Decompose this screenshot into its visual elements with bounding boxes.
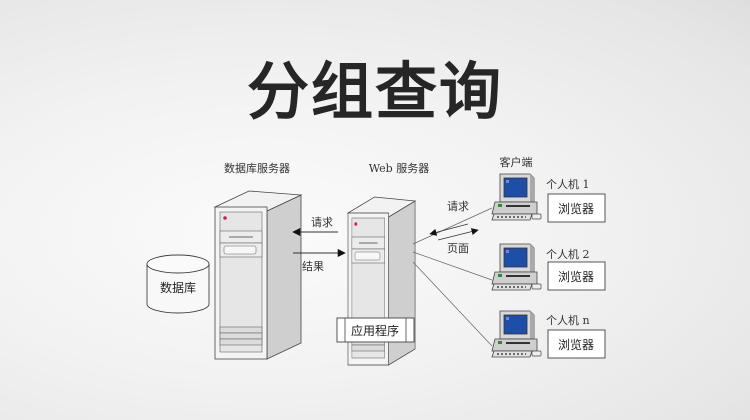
result-label: 结果 [302, 260, 324, 273]
browser-label: 浏览器 [558, 201, 594, 216]
client-request-arrow [429, 223, 469, 236]
computer-icon [491, 173, 542, 221]
browser-box [547, 193, 606, 223]
web-server-label: Web 服务器 [369, 162, 429, 175]
client-request-label: 请求 [447, 200, 469, 213]
db-server-icon [214, 190, 302, 360]
computer-icon [491, 310, 542, 358]
client-page-arrow [437, 228, 479, 241]
page-title: 分组查询 [246, 55, 503, 128]
browser-box [547, 329, 606, 359]
computer-icon [491, 243, 542, 291]
browser-label: 浏览器 [558, 269, 594, 284]
client-page-label: 页面 [447, 242, 469, 255]
client-name: 个人机 2 [546, 247, 590, 261]
connection-line [412, 207, 493, 245]
application-label: 应用程序 [351, 323, 399, 338]
database-icon [146, 254, 210, 314]
browser-box [547, 261, 606, 291]
client-name: 个人机 n [546, 313, 590, 327]
browser-label: 浏览器 [558, 337, 594, 352]
application-box [336, 317, 415, 343]
client-name: 个人机 1 [546, 177, 590, 191]
database-label: 数据库 [160, 280, 196, 295]
connection-line [412, 251, 493, 281]
client-label: 客户端 [500, 155, 533, 169]
db-server-label: 数据库服务器 [224, 161, 290, 175]
request-label: 请求 [311, 216, 333, 229]
connection-line [412, 261, 493, 347]
